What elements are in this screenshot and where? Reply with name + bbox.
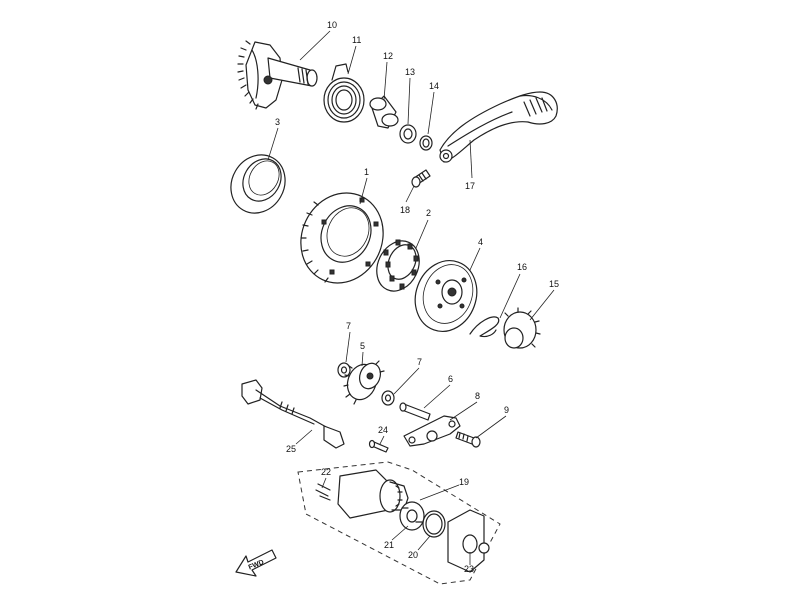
washer-13-part [399,124,417,144]
callout-19: 19 [459,477,469,487]
washer-7a-part [337,362,351,378]
starter-clutch-part [300,192,384,284]
callout-20: 20 [408,550,418,560]
screw-9-part [455,431,481,448]
callout-10: 10 [327,20,337,30]
bolt-24-part [368,439,389,453]
oil-seal-part [230,154,286,214]
callout-13: 13 [405,67,415,77]
callout-11: 11 [352,35,361,45]
one-way-clutch-part [376,239,420,292]
idle-shaft-part [399,402,431,421]
washer-7b-part [381,390,395,406]
callout-6: 6 [448,374,453,384]
callout-9: 9 [504,405,509,415]
callout-25: 25 [286,444,296,454]
callout-4: 4 [478,237,483,247]
kick-crank-part [439,91,558,163]
callout-7-lower: 7 [417,357,422,367]
bushing-part [369,95,399,129]
bolt-18-part [411,169,431,188]
kick-axle-part [237,40,318,110]
plate-8-part [403,415,461,447]
callout-15: 15 [549,279,559,289]
pinion-gear-part [503,307,541,349]
leader-lines [267,30,555,565]
callout-17: 17 [465,181,475,191]
callout-2: 2 [426,208,431,218]
callout-22: 22 [321,467,331,477]
forward-direction-arrow-icon: FWD [235,549,277,577]
lead-wire-part [241,379,345,449]
callout-18: 18 [400,205,410,215]
callout-14: 14 [429,81,439,91]
callout-12: 12 [383,51,393,61]
callout-23: 23 [464,564,474,574]
callout-24: 24 [378,425,388,435]
callout-5: 5 [360,341,365,351]
circlip-14-part [419,135,433,151]
idle-gear-part [343,360,385,405]
callout-8: 8 [475,391,480,401]
callout-3: 3 [275,117,280,127]
callout-21: 21 [384,540,394,550]
clip-16-part [469,316,500,338]
callout-1: 1 [364,167,369,177]
callout-16: 16 [517,262,527,272]
callout-numbers: 10 11 12 13 14 3 17 18 1 2 4 16 15 7 5 7… [275,20,559,574]
callout-7-upper: 7 [346,321,351,331]
starter-wheel-gear-part [414,260,478,332]
torsion-spring-part [323,63,365,123]
